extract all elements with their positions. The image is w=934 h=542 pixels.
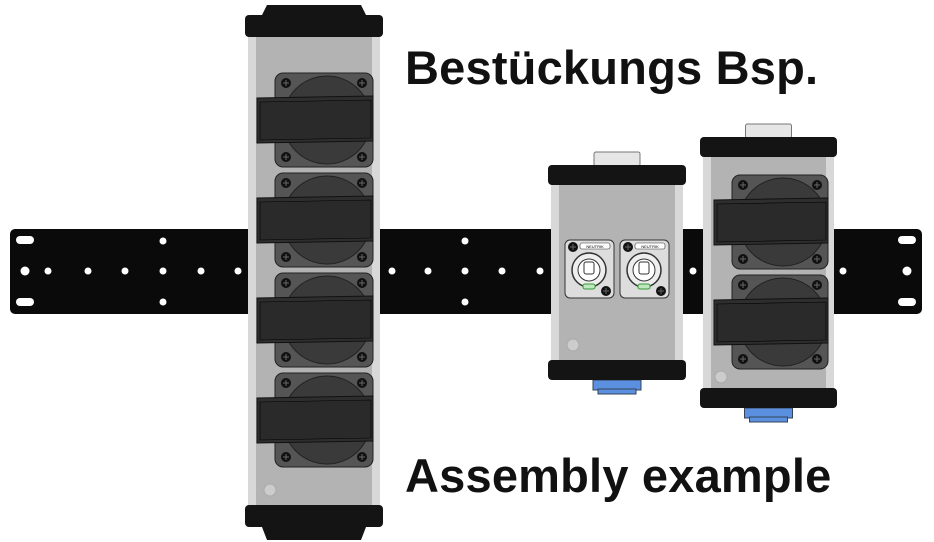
screw-slot [283, 380, 289, 386]
ground-screw [714, 370, 728, 384]
screw-slot [359, 154, 365, 160]
screw-slot [625, 244, 631, 250]
screw-slot [814, 182, 820, 188]
distribution-boxes: NEUTRIK NEUTRIK [245, 5, 837, 540]
socket-cover-inner [259, 199, 372, 241]
rail-hole [84, 267, 92, 275]
rail-hole [121, 267, 129, 275]
screw-slot [570, 244, 576, 250]
bottom-end-cap [548, 360, 686, 380]
screw-slot [359, 180, 365, 186]
screw-slot [740, 356, 746, 362]
screw-slot [283, 354, 289, 360]
mounting-rail [10, 229, 922, 314]
socket-cover-inner [259, 99, 372, 141]
title-english: Assembly example [405, 449, 832, 502]
bottom-end-cap [700, 388, 837, 408]
rail-hole [536, 267, 544, 275]
screw-slot [814, 356, 820, 362]
powercon-key [638, 261, 650, 275]
ground-screw [566, 338, 580, 352]
right-box [700, 123, 837, 423]
rail-hole [20, 266, 30, 276]
powercon-key [583, 261, 595, 275]
brand-plate [634, 242, 666, 250]
rail-hole [44, 267, 52, 275]
screw-slot [283, 454, 289, 460]
top-end-cap [245, 15, 383, 37]
screw-slot [283, 254, 289, 260]
rail-hole [159, 237, 167, 245]
rail-hole [197, 267, 205, 275]
top-end-cap [548, 165, 686, 185]
screw-slot [814, 282, 820, 288]
rail-hole [234, 267, 242, 275]
screw-slot [359, 354, 365, 360]
screw-slot [359, 80, 365, 86]
rail-hole [498, 267, 506, 275]
powercon-led [582, 283, 596, 290]
screw-slot [283, 280, 289, 286]
rail-hole [424, 267, 432, 275]
rail-hole [461, 267, 469, 275]
rail-hole [461, 237, 469, 245]
top-end-tab [262, 5, 366, 15]
screw-slot [283, 180, 289, 186]
powercon-led [637, 283, 651, 290]
top-end-cap [700, 137, 837, 157]
tall-box [245, 5, 383, 540]
bottom-end-tab [262, 527, 366, 540]
screw-slot [359, 254, 365, 260]
socket-cover-inner [259, 399, 372, 441]
socket-cover-inner [716, 201, 827, 243]
rail-slot [16, 236, 34, 244]
rail-hole [159, 267, 167, 275]
rail-hole [689, 267, 697, 275]
screw-slot [740, 256, 746, 262]
bottom-end-cap [245, 505, 383, 527]
brand-label: NEUTRIK [586, 244, 604, 249]
screw-slot [283, 80, 289, 86]
rail-hole [902, 266, 912, 276]
top-connector [593, 151, 641, 167]
screw-slot [740, 282, 746, 288]
title-german: Bestückungs Bsp. [405, 41, 819, 94]
top-connector [745, 123, 792, 139]
brand-label: NEUTRIK [641, 244, 659, 249]
screw-slot [359, 380, 365, 386]
screw-slot [603, 288, 609, 294]
rail-hole [388, 267, 396, 275]
rail-hole [461, 298, 469, 306]
rail-slot [898, 236, 916, 244]
screw-slot [740, 182, 746, 188]
socket-cover-inner [259, 299, 372, 341]
bottom-connector-lip [597, 388, 637, 395]
screw-slot [283, 154, 289, 160]
mid-box: NEUTRIK NEUTRIK [548, 151, 686, 395]
screw-slot [359, 280, 365, 286]
bottom-connector-lip [749, 416, 788, 423]
rail-hole [159, 298, 167, 306]
brand-plate [579, 242, 611, 250]
rail-slot [898, 298, 916, 306]
screw-slot [359, 454, 365, 460]
socket-cover-inner [716, 301, 827, 343]
screw-slot [658, 288, 664, 294]
rail-slot [16, 298, 34, 306]
rail-hole [839, 267, 847, 275]
ground-screw [263, 483, 277, 497]
screw-slot [814, 256, 820, 262]
